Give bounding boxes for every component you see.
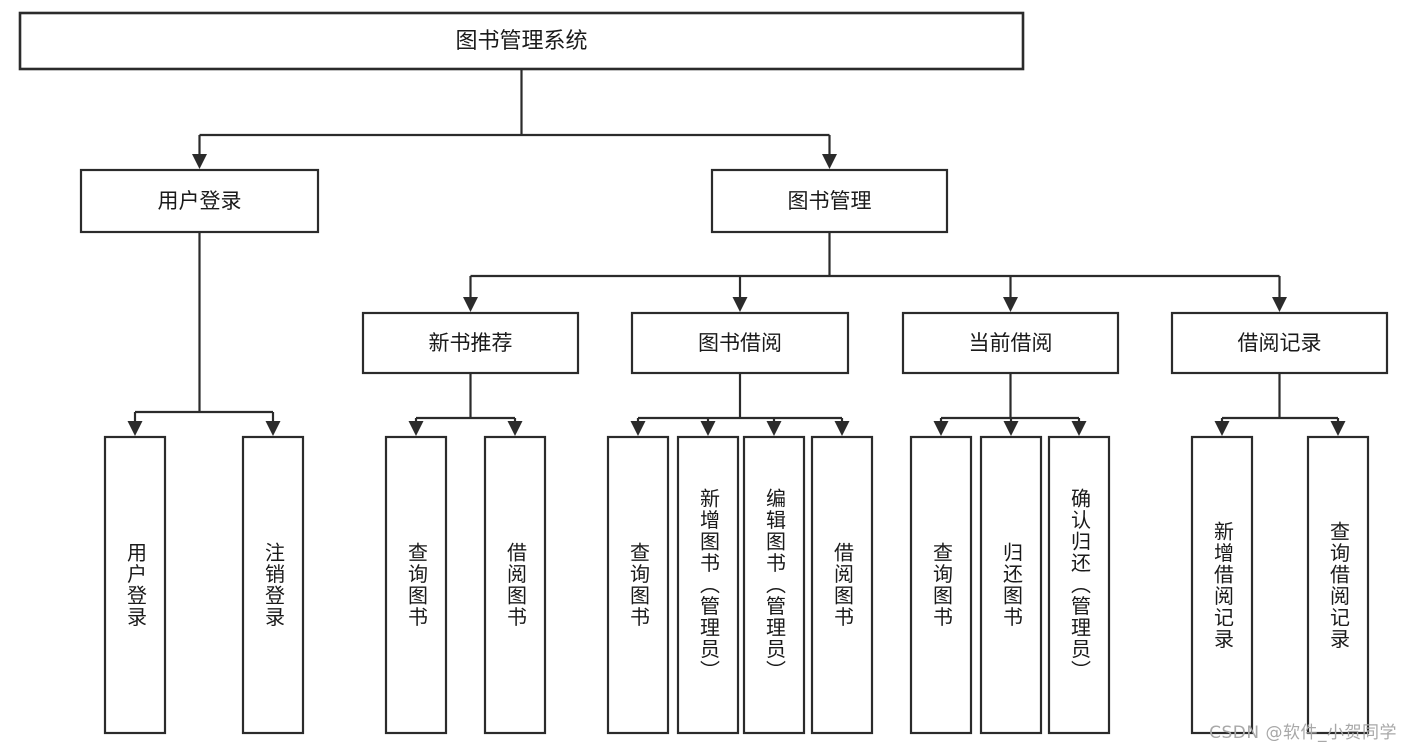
connectors-layer [127, 69, 1346, 436]
node-leaf-query-book-3[interactable] [909, 435, 973, 735]
node-leaf-edit-book[interactable] [742, 435, 806, 735]
node-leaf-query-book-2[interactable] [606, 435, 670, 735]
node-new-book-rec[interactable] [361, 311, 580, 375]
node-label: 借阅记录 [1238, 331, 1322, 355]
node-leaf-query-book-1[interactable] [384, 435, 448, 735]
node-leaf-borrow-book-1[interactable] [483, 435, 547, 735]
node-user-login[interactable] [79, 168, 320, 234]
node-label: 图书管理系统 [455, 29, 587, 54]
node-book-manage[interactable] [710, 168, 949, 234]
node-leaf-return-book[interactable] [979, 435, 1043, 735]
node-label: 新书推荐 [429, 331, 513, 355]
node-leaf-query-record[interactable] [1306, 435, 1370, 735]
boxes-layer [18, 11, 1389, 735]
node-borrow-record[interactable] [1170, 311, 1389, 375]
node-leaf-borrow-book-2[interactable] [810, 435, 874, 735]
node-label: 用户登录 [158, 189, 242, 213]
node-leaf-add-book[interactable] [676, 435, 740, 735]
node-leaf-logout[interactable] [241, 435, 305, 735]
node-root-system[interactable] [18, 11, 1025, 71]
node-label: 图书借阅 [698, 331, 782, 355]
node-label: 当前借阅 [969, 331, 1053, 355]
node-current-borrow[interactable] [901, 311, 1120, 375]
watermark-text: CSDN @软件_小贺同学 [1209, 723, 1397, 743]
node-leaf-user-login[interactable] [103, 435, 167, 735]
node-leaf-add-record[interactable] [1190, 435, 1254, 735]
node-label: 图书管理 [788, 189, 872, 213]
node-book-borrow[interactable] [630, 311, 850, 375]
node-leaf-confirm-return[interactable] [1047, 435, 1111, 735]
